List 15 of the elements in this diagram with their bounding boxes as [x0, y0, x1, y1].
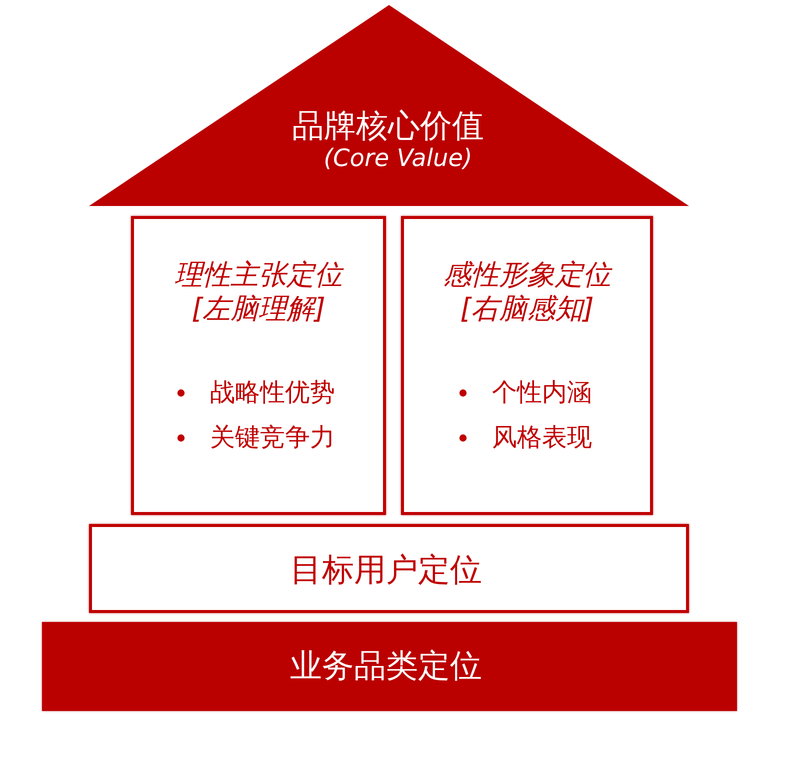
band-label: 目标用户定位: [290, 552, 482, 588]
bullet-text: 关键竞争力: [210, 424, 335, 452]
pillar-heading: 理性主张定位[左脑理解]: [174, 258, 344, 326]
foundation-bar: [42, 622, 737, 711]
band-box: [89, 524, 689, 613]
bullet-text: 风格表现: [492, 424, 592, 452]
roof-triangle: [89, 5, 689, 206]
pillar-box: [401, 216, 653, 515]
roof-subtitle: (Core Value): [324, 145, 472, 173]
roof-title: 品牌核心价值: [292, 108, 484, 144]
pillar-box: [131, 216, 386, 515]
bullet-text: 战略性优势: [210, 378, 335, 408]
foundation-label: 业务品类定位: [290, 648, 482, 684]
pillar-heading: 感性形象定位[右脑感知]: [442, 258, 613, 326]
bullet-text: 个性内涵: [492, 378, 592, 408]
